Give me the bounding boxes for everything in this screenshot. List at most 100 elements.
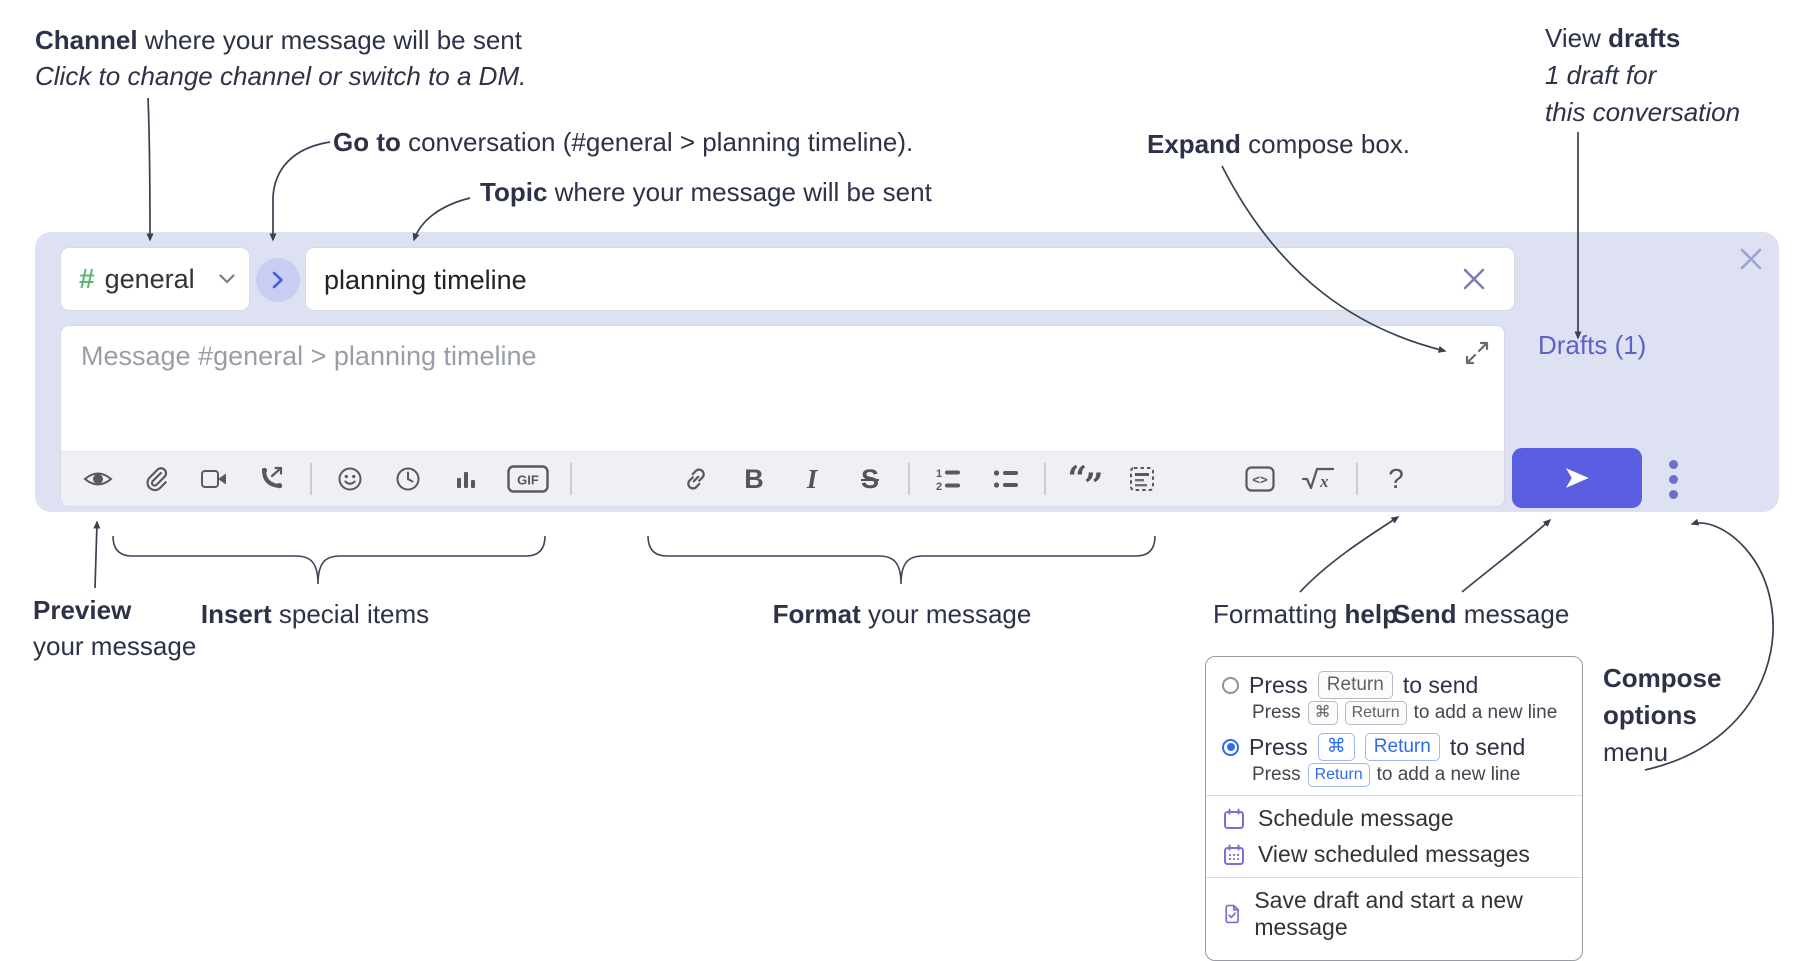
- menu-item-label: Schedule message: [1258, 805, 1454, 831]
- poll-button[interactable]: [437, 467, 495, 491]
- channel-hash-icon: #: [79, 263, 95, 294]
- send-option-return-sub: Press ⌘ Return to add a new line: [1252, 701, 1558, 725]
- video-camera-icon: [201, 470, 226, 488]
- global-time-button[interactable]: [379, 466, 437, 492]
- goto-arrow: [269, 141, 331, 242]
- channel-annotation-bold: Channel: [35, 25, 138, 55]
- strikethrough-button[interactable]: S: [841, 464, 899, 495]
- clock-icon: [396, 467, 420, 491]
- quote-icon: “”: [1067, 459, 1103, 506]
- radio-unselected-icon[interactable]: [1222, 676, 1239, 694]
- phone-call-icon: [261, 466, 283, 489]
- format-annotation: Format your message: [742, 596, 1062, 632]
- view-scheduled-messages-item[interactable]: View scheduled messages: [1222, 841, 1566, 868]
- send-icon: [1565, 468, 1589, 488]
- ellipsis-dot: [1668, 459, 1678, 469]
- expand-annotation: Expand compose box.: [1147, 126, 1410, 162]
- gif-button[interactable]: GIF: [495, 465, 561, 493]
- calendar-grid-icon: [1224, 844, 1244, 865]
- send-button[interactable]: [1512, 448, 1642, 508]
- spoiler-button[interactable]: [1113, 466, 1171, 492]
- insert-annotation-rest: special items: [271, 599, 430, 629]
- cmd-key: ⌘: [1307, 701, 1338, 725]
- channel-annotation: Channel where your message will be sent …: [35, 22, 526, 94]
- view-drafts-line2: 1 draft for: [1545, 60, 1657, 90]
- chevron-right-icon: [272, 271, 283, 289]
- channel-selector[interactable]: # general: [60, 247, 250, 311]
- quote-button[interactable]: “”: [1055, 459, 1113, 506]
- formatting-help-annotation: Formatting help: [1213, 596, 1398, 632]
- topic-annotation-rest: where your message will be sent: [547, 177, 932, 207]
- send-annotation-bold: Send: [1393, 599, 1457, 629]
- bold-button[interactable]: B: [725, 464, 783, 495]
- math-icon: x: [1301, 467, 1335, 491]
- voice-call-button[interactable]: [243, 466, 301, 492]
- message-compose-area[interactable]: Message #general > planning timeline: [60, 325, 1505, 507]
- toolbar-divider: [1347, 463, 1367, 495]
- channel-annotation-rest: where your message will be sent: [137, 25, 522, 55]
- link-button[interactable]: [667, 466, 725, 492]
- code-button[interactable]: <>: [1231, 466, 1289, 492]
- cmd-key: ⌘: [1317, 733, 1355, 761]
- return-key: Return: [1317, 671, 1393, 699]
- option-text: to send: [1449, 733, 1526, 760]
- italic-icon: I: [806, 463, 818, 494]
- send-arrow: [1461, 518, 1552, 593]
- gif-icon: GIF: [507, 465, 549, 493]
- toolbar-divider: [899, 463, 919, 495]
- go-to-conversation-button[interactable]: [256, 258, 300, 302]
- channel-name: general: [104, 263, 195, 294]
- drafts-link[interactable]: Drafts (1): [1538, 330, 1647, 360]
- expand-annotation-bold: Expand: [1147, 129, 1241, 159]
- bulleted-list-icon: [993, 470, 1018, 488]
- preview-button[interactable]: [69, 467, 127, 491]
- expand-compose-icon[interactable]: [1464, 340, 1490, 366]
- topic-input-box: [305, 247, 1515, 312]
- link-icon: [687, 468, 705, 490]
- compose-options-line1: Compose: [1603, 663, 1722, 693]
- eye-icon: [83, 472, 113, 486]
- schedule-message-item[interactable]: Schedule message: [1222, 805, 1566, 832]
- send-option-cmd-return[interactable]: Press ⌘ Return to send: [1222, 733, 1566, 761]
- bulleted-list-button[interactable]: [977, 467, 1035, 491]
- formatting-help-bold: help: [1344, 599, 1398, 629]
- view-drafts-bold: drafts: [1608, 23, 1681, 53]
- numbered-list-icon: 12: [936, 468, 960, 491]
- menu-item-label: Save draft and start a new message: [1254, 887, 1523, 940]
- attach-file-button[interactable]: [127, 466, 185, 492]
- channel-annotation-line2: Click to change channel or switch to a D…: [35, 61, 527, 91]
- strikethrough-icon: S: [860, 463, 879, 494]
- format-annotation-rest: your message: [860, 599, 1032, 629]
- close-compose-icon[interactable]: [1736, 244, 1766, 274]
- svg-text:1: 1: [936, 468, 942, 480]
- send-option-return[interactable]: Press Return to send: [1222, 671, 1566, 699]
- bar-chart-icon: [457, 472, 475, 488]
- topic-annotation: Topic where your message will be sent: [480, 174, 932, 210]
- topic-input[interactable]: [322, 248, 1456, 312]
- ellipsis-dot: [1668, 474, 1678, 484]
- formatting-help-button[interactable]: ?: [1367, 463, 1425, 495]
- video-call-button[interactable]: [185, 468, 243, 490]
- option-text: Press: [1249, 671, 1308, 698]
- goto-annotation: Go to conversation (#general > planning …: [333, 124, 913, 160]
- option-text: Press: [1249, 733, 1308, 760]
- italic-button[interactable]: I: [783, 464, 841, 495]
- smiley-icon: [338, 467, 362, 491]
- svg-text:x: x: [1319, 472, 1329, 491]
- send-option-cmd-return-sub: Press Return to add a new line: [1252, 763, 1521, 787]
- return-key: Return: [1307, 763, 1370, 787]
- draft-document-icon: [1225, 904, 1239, 924]
- emoji-button[interactable]: [321, 466, 379, 492]
- return-key: Return: [1364, 733, 1440, 761]
- insert-brace: [112, 535, 546, 585]
- math-button[interactable]: x: [1289, 466, 1347, 492]
- radio-selected-icon[interactable]: [1222, 738, 1239, 756]
- toolbar-divider: [301, 463, 321, 495]
- toolbar-divider: [1035, 463, 1055, 495]
- clear-topic-icon[interactable]: [1460, 265, 1488, 293]
- compose-options-button[interactable]: [1658, 452, 1688, 506]
- channel-arrow: [146, 97, 154, 242]
- ellipsis-dot: [1668, 489, 1678, 499]
- save-draft-item[interactable]: Save draft and start a new message: [1222, 887, 1566, 941]
